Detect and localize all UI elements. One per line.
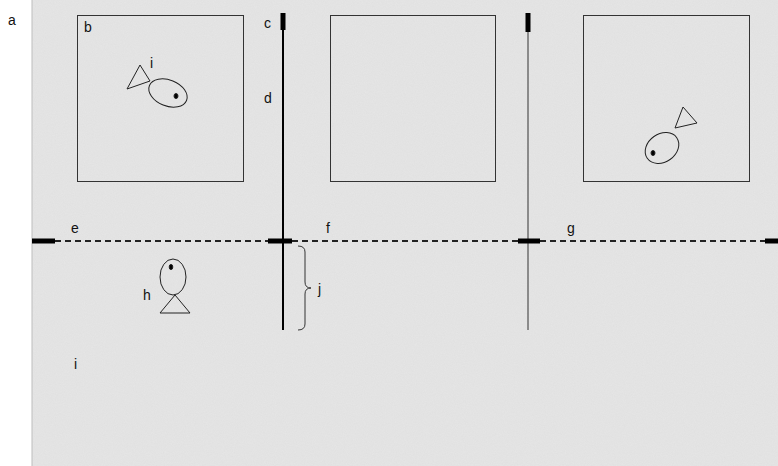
divider-line: [528, 32, 529, 330]
line-anchor: [268, 239, 292, 244]
tank-box: [331, 16, 496, 182]
divider-cap: [526, 13, 531, 32]
callout-letter: h: [143, 287, 151, 303]
tank-box: [584, 16, 750, 182]
fish-symbol: [160, 259, 190, 313]
callout-letter: i: [74, 356, 77, 372]
dashed-line: [55, 240, 268, 242]
bracket: [298, 246, 311, 330]
ground-texture: [32, 0, 778, 466]
edge-line: [32, 0, 33, 466]
line-anchor: [32, 239, 55, 244]
divider-cap: [281, 13, 286, 30]
callout-letter: g: [567, 220, 575, 236]
callout-letter: a: [8, 12, 16, 28]
fish-symbol: [639, 107, 697, 170]
callout-letter: i: [150, 55, 153, 71]
fish-symbol: [127, 65, 191, 113]
callout-letter: e: [71, 220, 79, 236]
callout-letter: j: [318, 281, 321, 297]
divider-line: [282, 30, 284, 330]
callout-letter: c: [264, 15, 271, 31]
tank-box: [78, 16, 244, 182]
callout-letter: d: [264, 90, 272, 106]
ground: [32, 0, 778, 466]
callout-letter: b: [84, 19, 92, 35]
line-anchor: [765, 239, 778, 244]
callout-letter: f: [326, 220, 330, 236]
dashed-line: [292, 240, 518, 242]
dashed-line: [540, 240, 765, 242]
line-anchor: [518, 239, 540, 244]
